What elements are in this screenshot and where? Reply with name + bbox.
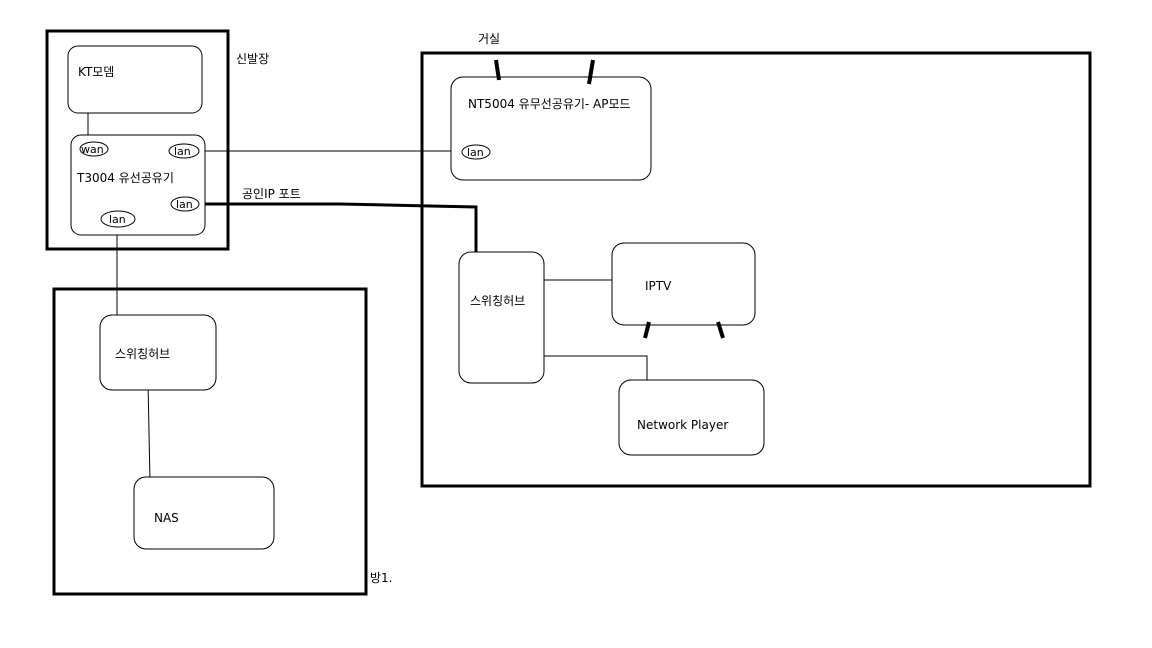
wan-port-label: wan bbox=[81, 143, 104, 156]
kt-modem-box bbox=[67, 45, 203, 114]
iptv-label: IPTV bbox=[645, 279, 672, 293]
nas-label: NAS bbox=[154, 511, 179, 525]
nt5004-lan-port-label: lan bbox=[467, 146, 484, 159]
iptv-foot-left bbox=[643, 321, 651, 339]
nt5004-antenna-right bbox=[587, 59, 595, 85]
network-player-box bbox=[618, 379, 765, 456]
room1-switching-hub-box bbox=[99, 314, 217, 391]
kt-modem-label: KT모뎀 bbox=[78, 65, 114, 79]
room1-hub-to-nas-line bbox=[147, 381, 151, 483]
wan-port bbox=[79, 141, 109, 157]
t3004-lan-port-top bbox=[168, 143, 200, 159]
iptv-box bbox=[611, 242, 756, 326]
room1-frame bbox=[52, 287, 368, 596]
t3004-lan-port-top-label: lan bbox=[174, 145, 191, 158]
entrance-room-label: 신발장 bbox=[236, 52, 269, 66]
nt5004-router-box bbox=[450, 76, 652, 181]
public-ip-port-line bbox=[199, 202, 478, 262]
living-room-frame bbox=[420, 51, 1092, 488]
nas-box bbox=[133, 476, 275, 550]
living-hub-to-network-player-line bbox=[540, 355, 648, 381]
nt5004-antenna-left bbox=[494, 59, 501, 81]
public-ip-port-label: 공인IP 포트 bbox=[242, 187, 301, 201]
iptv-foot-right bbox=[716, 321, 725, 339]
t3004-lan-port-bottom bbox=[100, 210, 136, 228]
living-room-label: 거실 bbox=[478, 32, 500, 46]
room1-switching-hub-label: 스위칭허브 bbox=[115, 347, 170, 361]
t3004-router-box bbox=[70, 134, 206, 236]
t3004-router-label: T3004 유선공유기 bbox=[76, 171, 174, 185]
network-player-label: Network Player bbox=[637, 418, 728, 432]
room1-label: 방1. bbox=[370, 571, 393, 585]
living-switching-hub-box bbox=[458, 251, 545, 384]
nt5004-lan-port bbox=[461, 144, 491, 160]
entrance-room-frame bbox=[45, 29, 230, 251]
t3004-lan-port-right bbox=[170, 196, 200, 212]
t3004-lan-port-right-label: lan bbox=[176, 198, 193, 211]
nt5004-router-label: NT5004 유무선공유기- AP모드 bbox=[468, 97, 631, 111]
t3004-lan-port-bottom-label: lan bbox=[109, 213, 126, 226]
living-switching-hub-label: 스위칭허브 bbox=[470, 294, 525, 308]
